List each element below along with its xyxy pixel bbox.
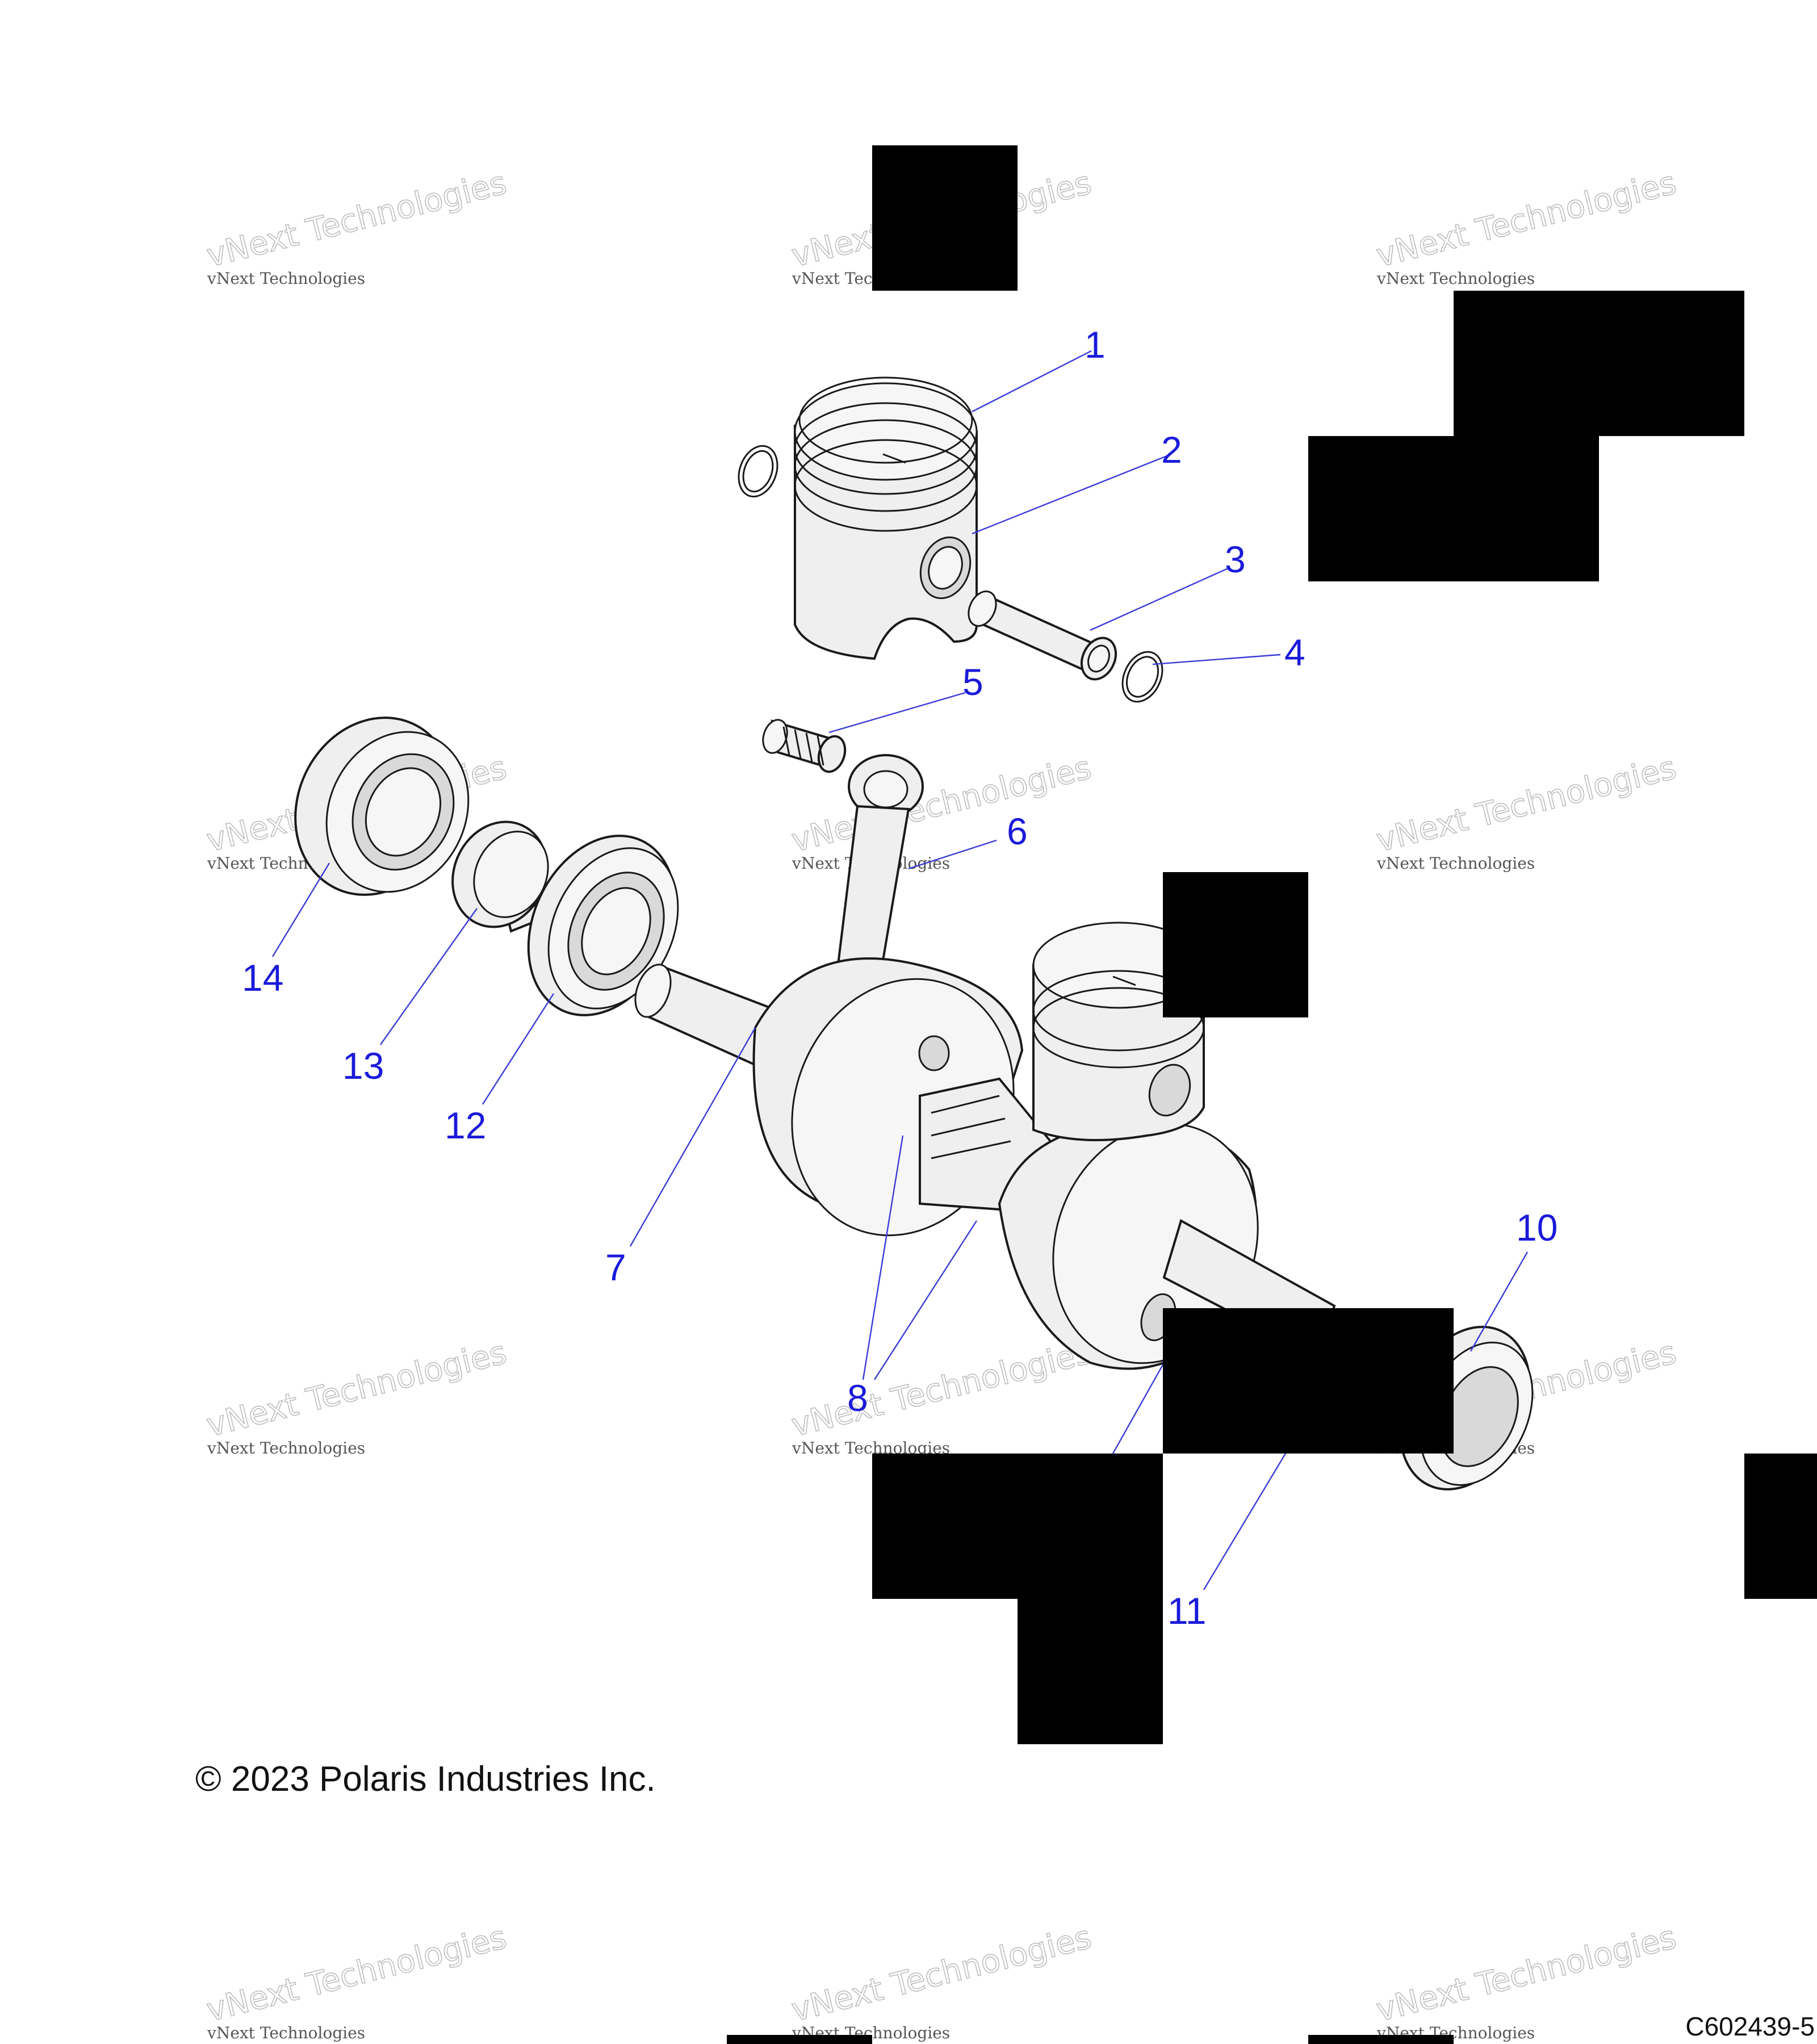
leader-line-2: [972, 455, 1167, 535]
needle-bearing: [762, 719, 847, 773]
callout-12: 12: [445, 1104, 486, 1146]
callout-5: 5: [962, 661, 983, 703]
main-bearing-center: [527, 835, 679, 1016]
leader-line-12: [482, 993, 555, 1105]
leader-line-14: [271, 862, 330, 957]
leader-line-7: [629, 1027, 756, 1247]
callout-4: 4: [1284, 631, 1305, 673]
callout-2: 2: [1161, 429, 1182, 471]
callout-3: 3: [1225, 538, 1246, 580]
svg-text:vNext Technologies: vNext Technologies: [1373, 165, 1680, 275]
leader-line-8a: [862, 1135, 904, 1380]
redaction-block: [1163, 872, 1308, 1017]
callout-8: 8: [847, 1377, 868, 1419]
svg-text:vNext Technologies: vNext Technologies: [203, 1334, 510, 1444]
redaction-blocks: [727, 145, 1817, 2044]
spacer-ring: [451, 820, 549, 933]
copyright-notice: © 2023 Polaris Industries Inc.: [195, 1760, 656, 1799]
redaction-block: [1454, 291, 1744, 436]
leader-line-4: [1152, 654, 1281, 665]
svg-text:vNext Technologies: vNext Technologies: [788, 1334, 1095, 1444]
redaction-block: [1308, 436, 1599, 581]
svg-text:vNext Technologies: vNext Technologies: [207, 2024, 365, 2042]
svg-text:vNext Technologies: vNext Technologies: [1376, 854, 1535, 873]
callout-11: 11: [1167, 1590, 1207, 1632]
piston-assembled: [1032, 922, 1205, 1141]
leader-line-3: [1090, 567, 1230, 631]
callout-6: 6: [1007, 810, 1028, 852]
redaction-block: [1018, 1599, 1163, 1744]
callout-13: 13: [342, 1045, 384, 1087]
svg-text:vNext Technologies: vNext Technologies: [1373, 749, 1680, 860]
callout-7: 7: [605, 1246, 626, 1288]
redaction-block: [872, 145, 1018, 291]
leader-lines: [271, 350, 1529, 1590]
redaction-block: [872, 1454, 1163, 1599]
leader-line-6: [908, 839, 997, 870]
redaction-block: [1744, 1454, 1817, 1599]
leader-line-11a: [1112, 1362, 1165, 1454]
piston-pin: [968, 590, 1117, 681]
watermark: vNext Technologies vNext Technologies: [203, 1919, 510, 2042]
leader-line-10: [1469, 1251, 1529, 1352]
watermark: vNext Technologies vNext Technologies: [788, 1919, 1095, 2042]
watermark: vNext Technologies vNext Technologies: [1372, 749, 1680, 873]
diagram-code: C602439-5: [1685, 2012, 1815, 2041]
redaction-block: [1308, 2035, 1454, 2044]
watermark: vNext Technologies vNext Technologies: [203, 1334, 510, 1457]
piston-clip-left: [738, 445, 778, 498]
watermark: vNext Technologies vNext Technologies: [1372, 1919, 1680, 2042]
svg-text:vNext Technologies: vNext Technologies: [207, 1439, 365, 1457]
main-bearing-left: [294, 717, 470, 896]
callout-1: 1: [1085, 324, 1106, 366]
callout-14: 14: [242, 957, 283, 999]
svg-text:vNext Technologies: vNext Technologies: [788, 1919, 1095, 2029]
svg-text:vNext Technologies: vNext Technologies: [207, 269, 365, 288]
redaction-block: [727, 2035, 872, 2044]
leader-line-1: [972, 350, 1092, 413]
callout-10: 10: [1516, 1207, 1558, 1249]
leader-line-8b: [873, 1220, 978, 1380]
circlip: [1121, 651, 1163, 703]
svg-text:vNext Technologies: vNext Technologies: [1373, 1919, 1680, 2029]
leader-line-11b: [1203, 1447, 1290, 1590]
crankshaft: [634, 957, 1336, 1370]
watermark: vNext Technologies vNext Technologies: [788, 749, 1095, 873]
leader-line-5: [828, 692, 966, 734]
svg-text:vNext Technologies: vNext Technologies: [203, 165, 510, 275]
leader-line-13: [380, 908, 478, 1045]
piston-top: [794, 376, 978, 660]
svg-text:vNext Technologies: vNext Technologies: [1376, 269, 1535, 288]
watermark: vNext Technologies vNext Technologies: [203, 164, 510, 288]
redaction-block: [1163, 1308, 1454, 1454]
callouts: 1 2 3 4 5 6 7 8 10 11 12 13 14: [242, 324, 1558, 1632]
svg-text:vNext Technologies: vNext Technologies: [203, 1919, 510, 2029]
